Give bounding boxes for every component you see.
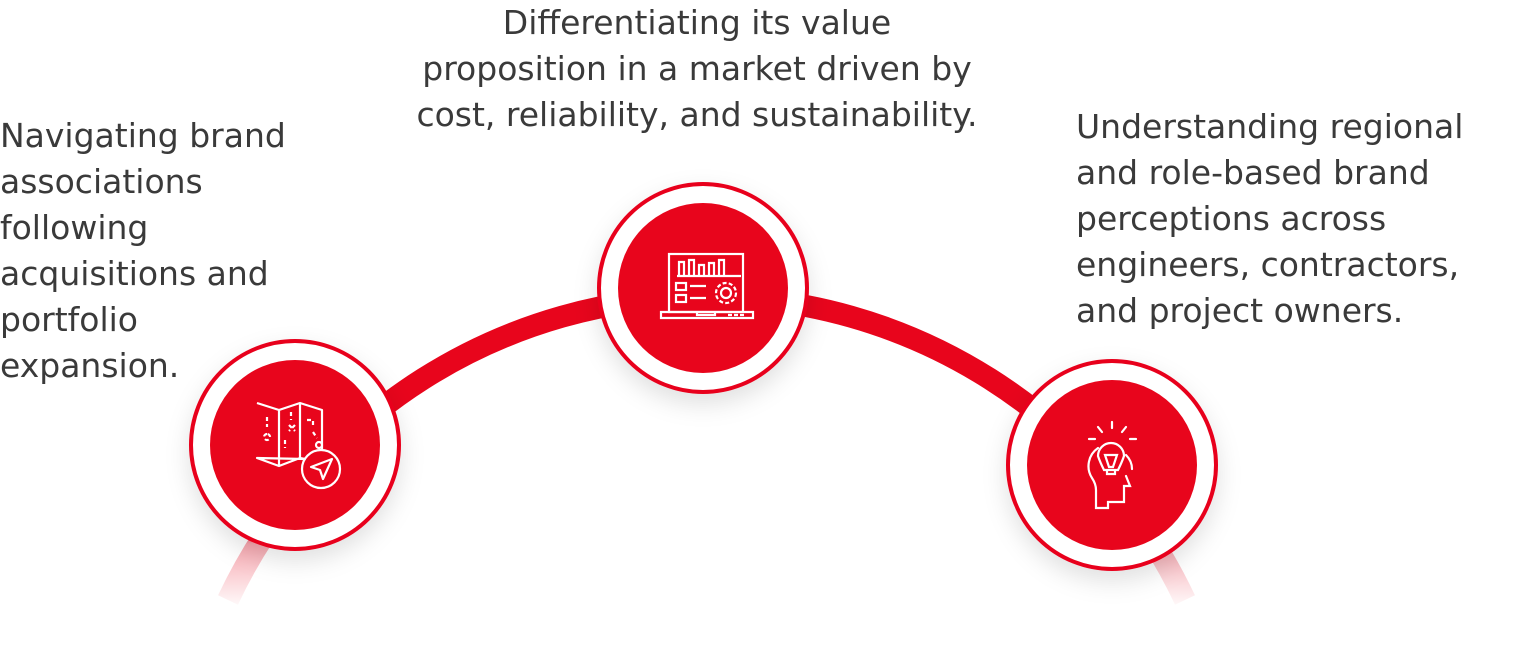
item-1-text: Navigating brand associations following … [0,113,286,389]
head-lightbulb-icon [1087,420,1138,510]
text-line: portfolio [0,300,138,339]
text-line: Understanding regional [1076,107,1464,146]
node-3 [1006,359,1218,571]
text-line: cost, reliability, and sustainability. [416,95,978,134]
text-line: engineers, contractors, [1076,245,1460,284]
text-line: Navigating brand [0,116,286,155]
text-line: associations [0,162,203,201]
text-line: following [0,208,149,247]
text-line: Differentiating its value [502,3,892,42]
item-3-text: Understanding regional and role-based br… [1076,104,1463,334]
node-1 [189,339,401,551]
text-line: perceptions across [1076,199,1387,238]
text-line: proposition in a market driven by [422,49,972,88]
text-line: acquisitions and [0,254,269,293]
text-line: and project owners. [1076,291,1404,330]
map-navigation-icon [255,401,342,490]
item-2-text: Differentiating its value proposition in… [390,0,1004,138]
text-line: and role-based brand [1076,153,1430,192]
node-2 [597,182,809,394]
text-line: expansion. [0,346,180,385]
laptop-analytics-icon [659,252,755,320]
